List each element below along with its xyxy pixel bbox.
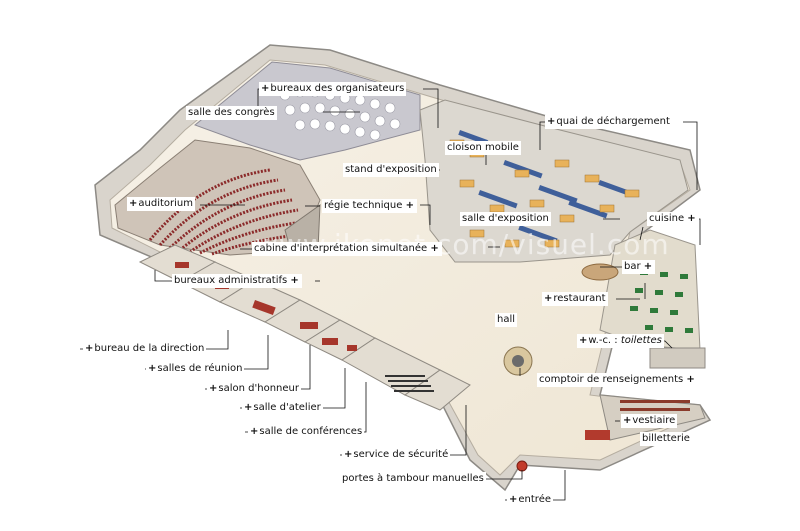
label-cuisine[interactable]: cuisine + bbox=[647, 212, 699, 226]
plus-icon: + bbox=[148, 363, 157, 374]
revolving-door bbox=[516, 460, 528, 472]
label-text: auditorium bbox=[138, 198, 193, 209]
plus-icon: + bbox=[405, 200, 414, 211]
conference-chairs bbox=[385, 375, 434, 392]
label-hall: hall bbox=[495, 313, 518, 327]
label-text: restaurant bbox=[553, 293, 606, 304]
label-text: salle de conférences bbox=[259, 426, 363, 437]
label-stand-exposition: stand d'exposition bbox=[343, 163, 439, 177]
label-text: service de sécurité bbox=[353, 449, 449, 460]
label-text: bureau de la direction bbox=[94, 343, 205, 354]
label-salle-atelier[interactable]: +salle d'atelier bbox=[242, 401, 323, 415]
label-text: hall bbox=[497, 314, 516, 325]
label-comptoir-renseignements[interactable]: comptoir de renseignements + bbox=[537, 373, 698, 387]
label-text: stand d'exposition bbox=[345, 164, 437, 175]
plus-icon: + bbox=[430, 243, 439, 254]
label-text: salle des congrès bbox=[188, 107, 275, 118]
label-text: portes à tambour manuelles bbox=[342, 473, 484, 484]
toilets-block bbox=[649, 347, 706, 369]
plus-icon: + bbox=[579, 335, 588, 346]
label-wc[interactable]: +w.-c. : toilettes bbox=[577, 334, 664, 348]
label-salle-congres: salle des congrès bbox=[186, 106, 277, 120]
label-regie-technique[interactable]: régie technique + bbox=[322, 199, 417, 213]
label-vestiaire[interactable]: +vestiaire bbox=[621, 414, 678, 428]
label-text: salon d'honneur bbox=[218, 383, 299, 394]
label-text: comptoir de renseignements bbox=[539, 374, 684, 385]
label-cabine-interpretation[interactable]: cabine d'interprétation simultanée + bbox=[252, 242, 442, 256]
plus-icon: + bbox=[509, 494, 518, 505]
label-cloison-mobile: cloison mobile bbox=[445, 141, 521, 155]
plus-icon: + bbox=[250, 426, 259, 437]
cloakroom-racks bbox=[620, 400, 690, 411]
label-salles-reunion[interactable]: +salles de réunion bbox=[146, 362, 245, 376]
label-text: cuisine bbox=[649, 213, 685, 224]
plus-icon: + bbox=[209, 383, 218, 394]
label-entree[interactable]: +entrée bbox=[507, 493, 553, 507]
plus-icon: + bbox=[544, 293, 553, 304]
label-salon-honneur[interactable]: +salon d'honneur bbox=[207, 382, 301, 396]
label-bureaux-administratifs[interactable]: bureaux administratifs + bbox=[172, 274, 302, 288]
label-text: bureaux administratifs bbox=[174, 275, 288, 286]
label-text: salles de réunion bbox=[157, 363, 243, 374]
plus-icon: + bbox=[547, 116, 556, 127]
plus-icon: + bbox=[643, 261, 653, 272]
label-text: w.-c. : bbox=[588, 335, 618, 346]
plus-icon: + bbox=[687, 213, 696, 224]
plus-icon: + bbox=[129, 198, 138, 209]
label-text: régie technique bbox=[324, 200, 403, 211]
label-billetterie: billetterie bbox=[640, 432, 692, 446]
bar-counter bbox=[581, 263, 619, 281]
plus-icon: + bbox=[623, 415, 632, 426]
label-text: cloison mobile bbox=[447, 142, 519, 153]
auditorium-seats bbox=[148, 168, 306, 256]
label-text: cabine d'interprétation simultanée bbox=[254, 243, 428, 254]
label-text: vestiaire bbox=[632, 415, 676, 426]
label-salle-exposition: salle d'exposition bbox=[460, 212, 551, 226]
label-synonym: toilettes bbox=[620, 335, 662, 346]
label-quai-dechargement[interactable]: +quai de déchargement bbox=[545, 115, 672, 129]
label-text: billetterie bbox=[642, 433, 690, 444]
label-restaurant[interactable]: +restaurant bbox=[542, 292, 608, 306]
label-text: bar bbox=[624, 261, 641, 272]
ticket-counter bbox=[585, 430, 610, 440]
label-text: entrée bbox=[518, 494, 551, 505]
label-text: bureaux des organisateurs bbox=[270, 83, 405, 94]
label-bar[interactable]: bar + bbox=[622, 260, 656, 274]
plus-icon: + bbox=[244, 402, 253, 413]
plus-icon: + bbox=[261, 83, 270, 94]
information-desk-center bbox=[512, 355, 524, 367]
label-salle-conferences[interactable]: +salle de conférences bbox=[248, 425, 365, 439]
plus-icon: + bbox=[85, 343, 94, 354]
plus-icon: + bbox=[290, 275, 299, 286]
plus-icon: + bbox=[344, 449, 353, 460]
label-portes-tambour: portes à tambour manuelles bbox=[340, 472, 486, 486]
label-bureaux-organisateurs[interactable]: +bureaux des organisateurs bbox=[259, 82, 407, 96]
plus-icon: + bbox=[686, 374, 695, 385]
label-text: quai de déchargement bbox=[556, 116, 670, 127]
label-text: salle d'atelier bbox=[253, 402, 321, 413]
label-text: salle d'exposition bbox=[462, 213, 549, 224]
label-service-securite[interactable]: +service de sécurité bbox=[342, 448, 451, 462]
label-bureau-direction[interactable]: +bureau de la direction bbox=[83, 342, 207, 356]
label-auditorium[interactable]: +auditorium bbox=[127, 197, 195, 211]
